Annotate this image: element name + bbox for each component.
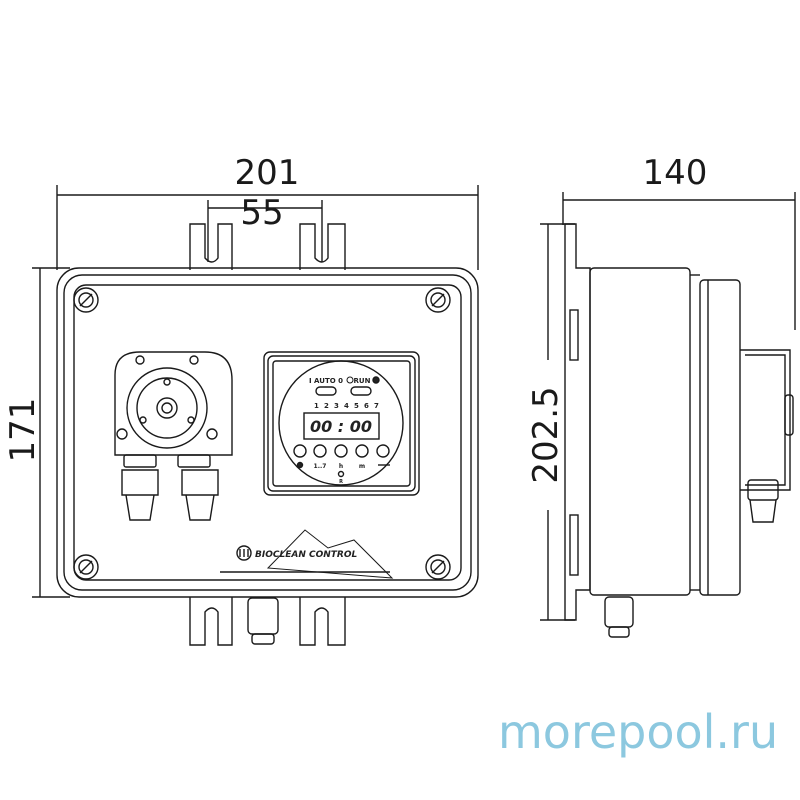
top-bracket-right — [299, 223, 346, 270]
lid-screws — [73, 287, 451, 580]
front-view: I AUTO 0 RUN 1 2 3 4 5 6 7 00 : 00 1..7 — [56, 223, 479, 646]
mount-spacing-label: 55 — [240, 193, 283, 233]
timer-button-4[interactable] — [355, 444, 369, 458]
svg-text:4: 4 — [344, 402, 349, 410]
enclosure-lid — [73, 284, 462, 581]
svg-text:5: 5 — [354, 402, 359, 410]
logo-text: BIOCLEAN CONTROL — [255, 550, 357, 560]
svg-text:7: 7 — [374, 402, 379, 410]
reset-button[interactable] — [337, 470, 345, 478]
timer-display — [303, 412, 380, 440]
side-view — [564, 223, 794, 638]
height-label: 171 — [3, 398, 43, 463]
timer-display-value: 00 : 00 — [310, 417, 372, 436]
svg-text:6: 6 — [364, 402, 369, 410]
svg-text:3: 3 — [334, 402, 339, 410]
mode-switch-label: I AUTO 0 — [309, 377, 343, 385]
svg-text:h: h — [339, 463, 343, 470]
dimension-mount-spacing: 55 — [207, 193, 323, 262]
svg-text:1..7: 1..7 — [314, 463, 327, 470]
watermark: morepool.ru — [498, 705, 779, 759]
svg-text:m: m — [359, 463, 365, 470]
top-bracket-left — [189, 223, 233, 270]
day-indicators: 1 2 3 4 5 6 7 — [314, 402, 379, 410]
side-height-label: 202.5 — [526, 386, 566, 483]
svg-text:R: R — [339, 479, 343, 485]
dimension-depth: 140 — [562, 153, 796, 330]
mode-switch[interactable] — [315, 386, 337, 396]
enclosure-body — [589, 267, 691, 596]
peristaltic-pump — [114, 351, 233, 521]
timer-button-2[interactable] — [313, 444, 327, 458]
svg-text:1: 1 — [314, 402, 319, 410]
run-switch[interactable] — [350, 386, 372, 396]
enclosure-lid-side — [699, 279, 741, 596]
timer-button-5[interactable] — [376, 444, 390, 458]
pump-fitting-side — [749, 499, 777, 523]
cable-gland-side — [604, 596, 634, 628]
width-label: 201 — [235, 153, 300, 193]
enclosure-outer — [56, 267, 479, 598]
bottom-bracket-right — [299, 597, 346, 646]
timer-panel: I AUTO 0 RUN 1 2 3 4 5 6 7 00 : 00 1..7 — [263, 351, 420, 496]
bioclean-logo: BIOCLEAN CONTROL — [220, 529, 394, 579]
svg-text:2: 2 — [324, 402, 329, 410]
bottom-bracket-left — [189, 597, 233, 646]
dimension-side-height: 202.5 — [526, 223, 575, 621]
dimension-width: 201 — [56, 153, 479, 270]
run-label: RUN — [354, 377, 371, 385]
timer-side — [740, 349, 791, 491]
timer-button-3[interactable] — [334, 444, 348, 458]
dimension-height: 171 — [3, 267, 70, 598]
timer-button-1[interactable] — [293, 444, 307, 458]
depth-label: 140 — [643, 153, 708, 193]
